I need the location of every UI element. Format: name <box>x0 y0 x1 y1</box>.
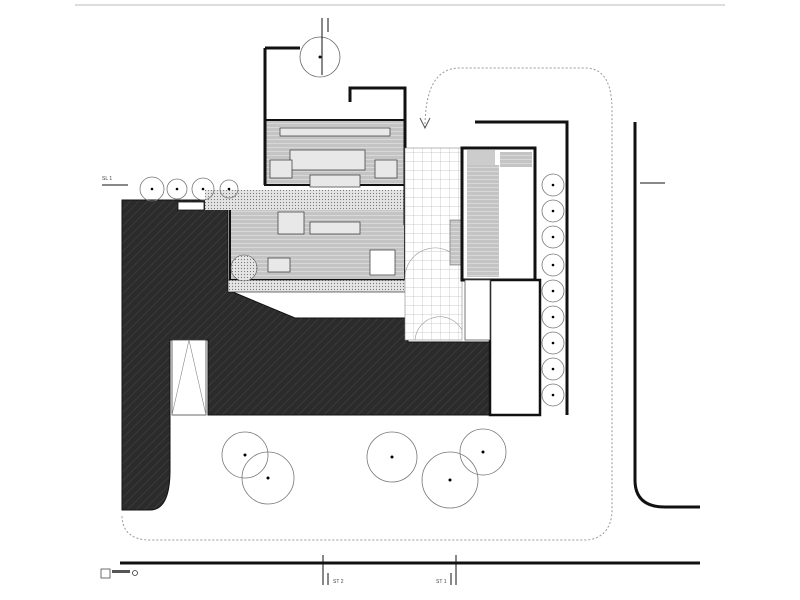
bed-2 <box>374 159 398 179</box>
section-label-sl1: SL 1 <box>102 176 112 182</box>
trees-bottom <box>221 428 507 509</box>
bed-1 <box>269 159 293 179</box>
tree-row-right <box>541 173 565 407</box>
sofa <box>309 174 361 188</box>
section-marker-left: SL 1 <box>102 176 128 186</box>
north-arrow-icon <box>132 570 138 576</box>
road-edge <box>633 122 700 509</box>
courtyard-stair <box>449 219 463 266</box>
steps <box>177 201 205 211</box>
drawing-title-block <box>100 568 138 579</box>
section-label-st2: ST 2 <box>333 579 344 585</box>
ramp <box>171 339 207 416</box>
hatched-terrace <box>121 199 491 511</box>
dining-table <box>289 149 366 171</box>
tree <box>299 36 341 78</box>
counter <box>279 127 391 137</box>
bathtub <box>267 257 291 273</box>
boundary-wall <box>475 120 569 415</box>
section-label-st1: ST 1 <box>436 579 447 585</box>
garden-strip <box>227 279 409 293</box>
round-planter <box>230 254 258 282</box>
terrace-deck <box>205 190 405 210</box>
entry-arrow-icon <box>419 117 431 130</box>
stair <box>369 249 396 276</box>
storage <box>488 278 542 417</box>
desk <box>309 221 361 235</box>
bed-3 <box>277 211 305 235</box>
tree-row-left <box>139 176 239 202</box>
